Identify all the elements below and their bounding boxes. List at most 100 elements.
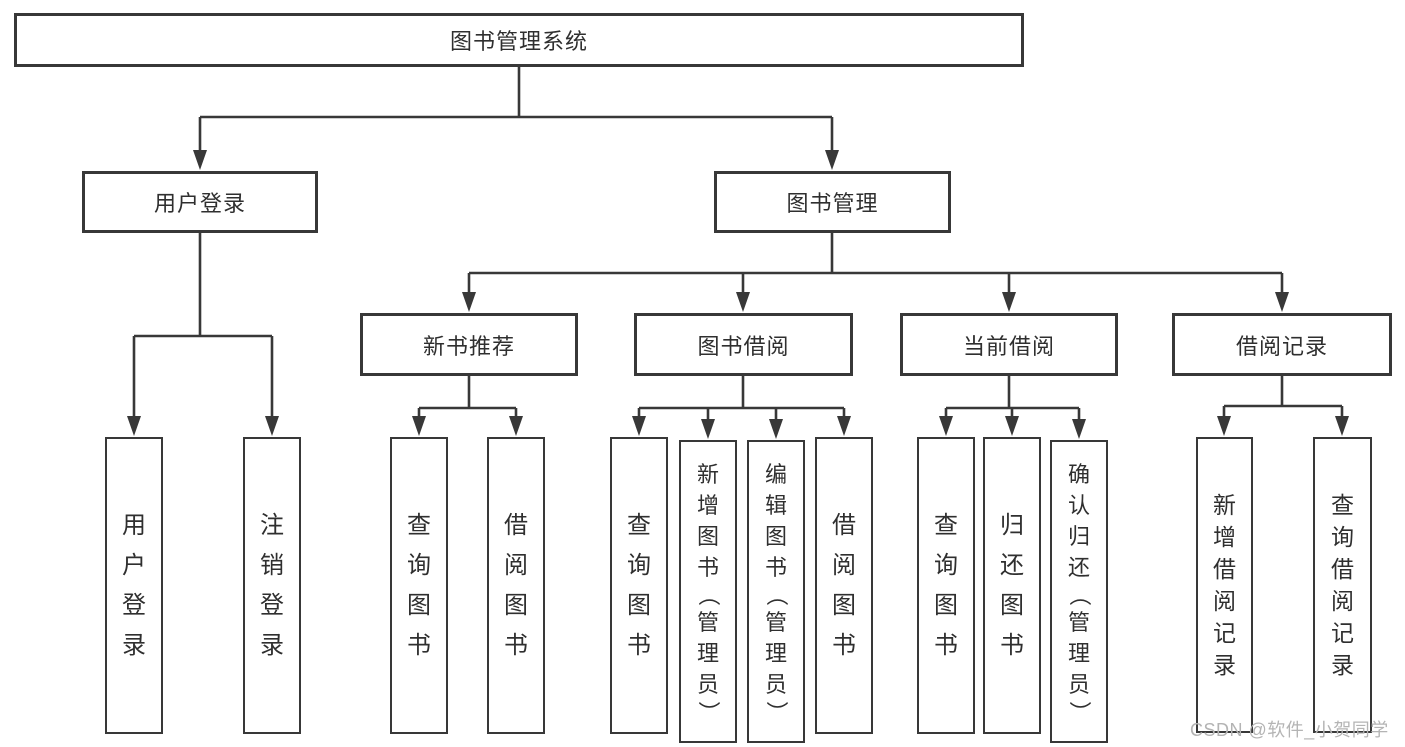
node-cb-confirm-return: 确认归还 （ 管理员 ） (1050, 440, 1108, 743)
node-label-char: 理 (764, 641, 787, 666)
node-label-char: 录 (1213, 652, 1236, 678)
arrowhead-icon (1275, 292, 1289, 312)
arrowhead-icon (412, 416, 426, 436)
node-label-char: 查 (1331, 492, 1354, 518)
node-label-char: 新 (696, 462, 719, 487)
node-label-char: 书 (504, 631, 528, 659)
node-label-char: 询 (627, 551, 651, 579)
arrowhead-icon (127, 416, 141, 436)
node-label-char: （ (696, 583, 721, 606)
node-label-char: 询 (407, 551, 431, 579)
node-bb-add-book: 新增图书（管理员） (679, 440, 737, 743)
node-label-char: 图 (832, 591, 856, 619)
node-login: 用户登录 (82, 171, 318, 233)
node-label-char: 户 (122, 551, 146, 579)
node-nr-borrow-book: 借阅图书 (487, 437, 545, 734)
node-label-char: 录 (122, 631, 146, 659)
arrowhead-icon (265, 416, 279, 436)
node-label-char: 书 (832, 631, 856, 659)
arrowhead-icon (825, 150, 839, 170)
node-label-char: 记 (1213, 620, 1236, 646)
node-label-char: 询 (934, 551, 958, 579)
arrowhead-icon (1335, 416, 1349, 436)
node-label-char: 归 (1000, 511, 1024, 539)
node-nr-query-book: 查询图书 (390, 437, 448, 734)
node-label-char: 注 (260, 511, 284, 539)
node-label-char: 阅 (504, 551, 528, 579)
node-label-char: 图 (1000, 591, 1024, 619)
node-label-char: 录 (1331, 652, 1354, 678)
node-label-char: 新 (1213, 492, 1236, 518)
node-label-char: 理 (696, 641, 719, 666)
node-label-char: 记 (1331, 620, 1354, 646)
node-label-char: 书 (1000, 631, 1024, 659)
node-label: 图书借阅 (697, 333, 790, 359)
node-label-char: 认 (1067, 493, 1090, 518)
node-label-char: 理 (1067, 641, 1090, 666)
node-label-char: 图 (934, 591, 958, 619)
node-label-char: （ (1067, 583, 1092, 606)
node-label-char: 增 (1213, 524, 1236, 550)
node-label-char: 管 (1067, 610, 1090, 635)
node-label-char: 询 (1331, 524, 1354, 550)
node-user-login: 用户登录 (105, 437, 163, 734)
node-label-char: 销 (260, 551, 284, 579)
node-cb-query-book: 查询图书 (917, 437, 975, 734)
node-borrow-records: 借阅记录 (1172, 313, 1392, 376)
node-label-char: 书 (627, 631, 651, 659)
node-label-char: 借 (1331, 556, 1354, 582)
node-label-char: 员 (696, 672, 719, 697)
arrowhead-icon (837, 416, 851, 436)
node-label-char: 辑 (764, 493, 787, 518)
node-label-char: 图 (696, 524, 719, 549)
node-label-char: 图 (764, 524, 787, 549)
node-current-borrow: 当前借阅 (900, 313, 1118, 376)
node-label-char: 编 (764, 462, 787, 487)
node-label-char: 借 (832, 511, 856, 539)
node-rec-query: 查询借阅记录 (1313, 437, 1372, 733)
node-mgmt: 图书管理 (714, 171, 951, 233)
node-label-char: 确 (1067, 462, 1090, 487)
arrowhead-icon (1217, 416, 1231, 436)
csdn-watermark: CSDN @软件_小贺同学 (1190, 720, 1389, 740)
node-label-char: 借 (1213, 556, 1236, 582)
node-label: 图书管理 (786, 191, 879, 216)
node-label-char: 还 (1000, 551, 1024, 579)
node-label-char: 阅 (1331, 588, 1354, 614)
node-label-char: 登 (260, 591, 284, 619)
node-label: 新书推荐 (422, 333, 515, 359)
arrowhead-icon (462, 292, 476, 312)
node-label-char: ） (764, 700, 789, 723)
arrowhead-icon (701, 419, 715, 439)
arrowhead-icon (1005, 416, 1019, 436)
node-label-char: 阅 (1213, 588, 1236, 614)
node-root: 图书管理系统 (14, 13, 1024, 67)
node-label-char: 员 (1067, 672, 1090, 697)
arrowhead-icon (736, 292, 750, 312)
node-label-char: 归 (1067, 524, 1090, 549)
node-label-char: 管 (696, 610, 719, 635)
node-label: 图书管理系统 (449, 29, 588, 54)
node-label-char: 增 (696, 493, 719, 518)
node-label-char: ） (1067, 700, 1092, 723)
node-logout: 注销登录 (243, 437, 301, 734)
node-label-char: 借 (504, 511, 528, 539)
node-label-char: ） (696, 700, 721, 723)
node-label-char: 图 (504, 591, 528, 619)
node-new-rec: 新书推荐 (360, 313, 578, 376)
node-label-char: 用 (122, 511, 146, 539)
node-label-char: 录 (260, 631, 284, 659)
arrowhead-icon (939, 416, 953, 436)
node-bb-borrow-book: 借阅图书 (815, 437, 873, 734)
node-label-char: 查 (934, 511, 958, 539)
arrowhead-icon (1072, 419, 1086, 439)
arrowhead-icon (769, 419, 783, 439)
node-label: 借阅记录 (1235, 333, 1328, 359)
node-label-char: 图 (627, 591, 651, 619)
node-label-char: 管 (764, 610, 787, 635)
node-label-char: 员 (764, 672, 787, 697)
node-label-char: 还 (1067, 555, 1090, 580)
node-label: 用户登录 (153, 191, 246, 216)
